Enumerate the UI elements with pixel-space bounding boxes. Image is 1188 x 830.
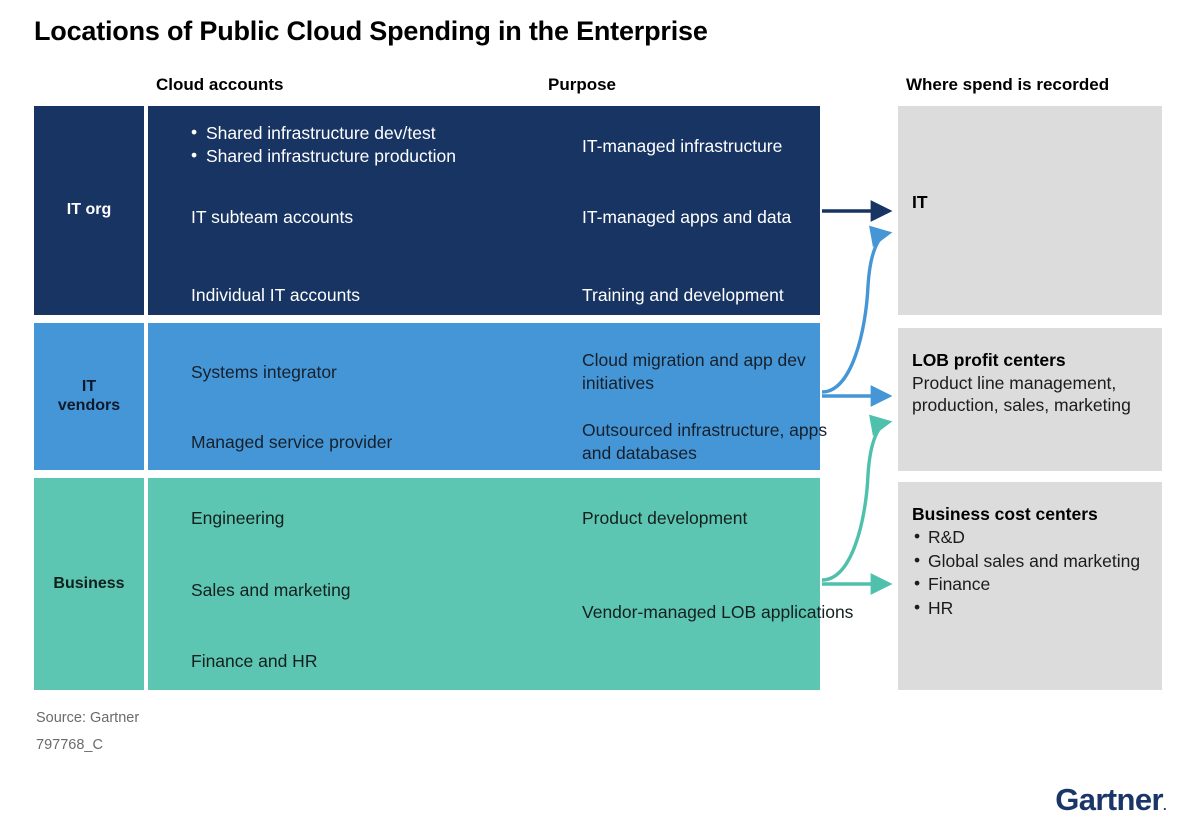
cell-accounts-it-subteam: IT subteam accounts [191,207,354,227]
spending-matrix: IT org Shared infrastructure dev/test Sh… [34,106,853,690]
list-item: HR [912,596,1142,621]
spend-box-business-cost-centers: Business cost centers R&D Global sales a… [898,482,1162,690]
cell-accounts-shared-infrastructure: Shared infrastructure dev/test Shared in… [191,121,551,168]
spend-box-business-list: R&D Global sales and marketing Finance H… [912,525,1142,621]
cell-purpose-it-managed-apps-data: IT-managed apps and data [582,207,792,227]
source-note: Source: Gartner [36,710,140,726]
spend-box-it-title: IT [912,191,928,212]
matrix-row-it-org: IT org Shared infrastructure dev/test Sh… [34,106,820,315]
list-item: Global sales and marketing [912,549,1142,574]
cell-purpose-it-managed-infrastructure: IT-managed infrastructure [582,136,783,156]
cell-accounts-managed-service-provider: Managed service provider [191,432,393,452]
cell-purpose-cloud-migration: Cloud migration and app dev initiatives [582,350,806,393]
cell-accounts-finance-hr: Finance and HR [191,651,318,671]
list-item: Finance [912,572,1142,597]
row-label-line-1: IT [81,378,97,396]
gartner-logo-text: Gartner [1055,782,1163,817]
row-body-it-org: Shared infrastructure dev/test Shared in… [148,106,820,315]
row-label-business: Business [34,478,144,690]
matrix-row-it-vendors: IT vendors Systems integrator Managed se… [34,323,827,470]
cell-accounts-sales-marketing: Sales and marketing [191,580,351,600]
cell-accounts-engineering: Engineering [191,508,285,528]
registered-mark: . [1162,798,1167,813]
spend-box-lob-body: Product line management, production, sal… [912,372,1131,416]
cell-purpose-outsourced-infrastructure: Outsourced infrastructure, apps and data… [582,420,828,463]
row-label-it-vendors: IT vendors [34,323,144,470]
gartner-logo: Gartner. [1055,782,1166,818]
spend-box-lob-profit-centers: LOB profit centers Product line manageme… [898,328,1162,471]
matrix-row-business: Business Engineering Sales and marketing… [34,478,853,690]
row-label-it-org: IT org [34,106,144,315]
column-header-purpose: Purpose [548,75,617,94]
page-title: Locations of Public Cloud Spending in th… [34,16,708,46]
list-item: Shared infrastructure production [191,144,551,168]
row-body-it-vendors: Systems integrator Managed service provi… [148,323,827,470]
spend-box-lob-title: LOB profit centers [912,350,1066,370]
list-item: Shared infrastructure dev/test [191,121,551,145]
column-header-where-spend-is-recorded: Where spend is recorded [906,75,1110,94]
spend-box-business-title: Business cost centers [912,504,1098,524]
cell-accounts-individual-it: Individual IT accounts [191,285,360,305]
spend-box-it: IT [898,106,1162,315]
row-label-line-2: vendors [57,396,121,414]
cell-purpose-vendor-managed-lob: Vendor-managed LOB applications [582,602,854,622]
list-item: R&D [912,525,1142,550]
cell-purpose-product-development: Product development [582,508,748,528]
column-header-cloud-accounts: Cloud accounts [156,75,284,94]
document-id: 797768_C [36,737,103,753]
cell-accounts-systems-integrator: Systems integrator [191,362,337,382]
row-body-business: Engineering Sales and marketing Finance … [148,478,853,690]
cell-purpose-training-development: Training and development [582,285,784,305]
